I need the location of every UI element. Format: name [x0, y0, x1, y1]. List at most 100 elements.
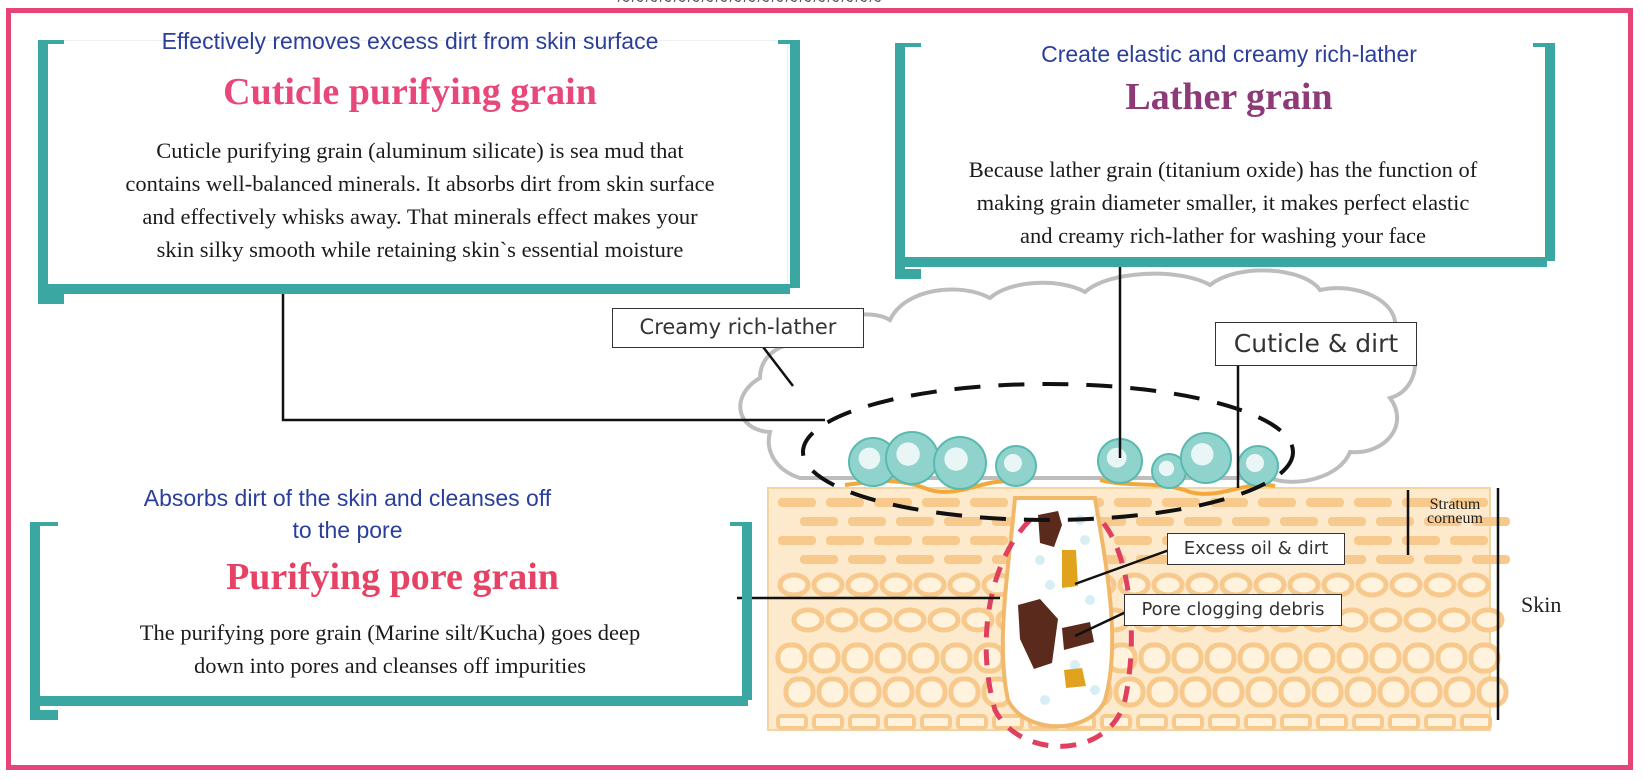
skin-cell — [862, 610, 890, 630]
skin-cell — [814, 716, 842, 728]
skin-cell — [922, 716, 950, 728]
skin-cell — [1282, 716, 1310, 728]
skin-cell — [1215, 679, 1242, 705]
skin-cell — [778, 645, 805, 671]
skin-cell — [1406, 610, 1434, 630]
skin-cell — [970, 536, 1008, 545]
body-line: Because lather grain (titanium oxide) ha… — [893, 153, 1553, 186]
skin-cell — [1138, 716, 1166, 728]
skin-cell — [826, 536, 864, 545]
skin-cell — [1210, 716, 1238, 728]
skin-cell — [1358, 575, 1386, 595]
skin-cell — [944, 555, 982, 564]
skin-cell — [930, 610, 958, 630]
skin-cell — [1460, 575, 1488, 595]
skin-cell — [778, 536, 816, 545]
skin-cell — [874, 536, 912, 545]
skin-cell — [800, 517, 838, 526]
skin-cell — [1114, 536, 1152, 545]
skin-cell — [943, 645, 970, 671]
panel-body: The purifying pore grain (Marine silt/Ku… — [40, 616, 740, 682]
grain-highlight — [1159, 461, 1174, 476]
skin-cell — [1424, 555, 1462, 564]
skin-cell — [1280, 517, 1318, 526]
skin-cell — [848, 555, 886, 564]
skin-cell — [848, 517, 886, 526]
skin-cell — [778, 498, 816, 507]
heading-line: Absorbs dirt of the skin and cleanses of… — [60, 482, 635, 514]
skin-cell — [1324, 575, 1352, 595]
skin-cell — [1154, 575, 1182, 595]
skin-cell — [1318, 716, 1346, 728]
skin-cell — [1306, 498, 1344, 507]
skin-cell — [852, 679, 879, 705]
skin-cell — [1306, 645, 1333, 671]
skin-cell — [1338, 610, 1366, 630]
skin-cell — [800, 555, 838, 564]
skin-cell — [786, 679, 813, 705]
panel-lather: Create elastic and creamy rich-lather La… — [893, 25, 1565, 270]
grain-highlight — [859, 448, 881, 470]
skin-cell — [1372, 645, 1399, 671]
skin-cell — [1438, 645, 1465, 671]
skin-cell — [1354, 498, 1392, 507]
skin-cell — [944, 517, 982, 526]
skin-cell — [1390, 716, 1418, 728]
pore-bubble — [1080, 535, 1090, 545]
grain-highlight — [1246, 454, 1264, 472]
skin-cell — [780, 575, 808, 595]
skin-cell — [1256, 575, 1284, 595]
pore-bubble — [1040, 695, 1050, 705]
skin-cell — [1376, 555, 1414, 564]
skin-cell — [1440, 610, 1468, 630]
grain-highlight — [1107, 448, 1127, 468]
bracket-bottom — [38, 284, 790, 294]
skin-cell — [1114, 498, 1152, 507]
label-cuticle-dirt: Cuticle & dirt — [1215, 322, 1417, 366]
skin-cell — [1354, 716, 1382, 728]
label-creamy-lather: Creamy rich-lather — [612, 308, 864, 348]
skin-cell — [896, 517, 934, 526]
panel-body: Because lather grain (titanium oxide) ha… — [893, 153, 1553, 252]
panel-body: Cuticle purifying grain (aluminum silica… — [50, 134, 790, 266]
bracket-bottom — [30, 696, 748, 706]
skin-cell — [1184, 517, 1222, 526]
skin-cell — [916, 575, 944, 595]
skin-cell — [958, 716, 986, 728]
skin-cell — [826, 498, 864, 507]
pore-bubble — [1035, 555, 1045, 565]
skin-cell — [882, 575, 910, 595]
skin-cell — [828, 610, 856, 630]
body-line: skin silky smooth while retaining skin`s… — [50, 233, 790, 266]
skin-cell — [1232, 517, 1270, 526]
skin-cell — [1380, 679, 1407, 705]
skin-cell — [1462, 716, 1490, 728]
skin-cell — [1246, 716, 1274, 728]
label-line: corneum — [1410, 512, 1500, 526]
skin-cell — [1240, 645, 1267, 671]
panel-heading: Effectively removes excess dirt from ski… — [30, 28, 790, 55]
cropped-top-text: ~~~~~~~~~~~~~~~~~~~ — [420, 0, 1080, 8]
skin-cell — [1290, 575, 1318, 595]
skin-cell — [1372, 610, 1400, 630]
skin-cell — [950, 575, 978, 595]
skin-cell — [1174, 645, 1201, 671]
grain-highlight — [1004, 454, 1022, 472]
skin-cell — [951, 679, 978, 705]
bracket-bottom — [895, 257, 1547, 267]
skin-cell — [814, 575, 842, 595]
label-skin: Skin — [1521, 592, 1561, 618]
skin-cell — [896, 610, 924, 630]
skin-cell — [922, 536, 960, 545]
skin-cell — [1174, 716, 1202, 728]
skin-cell — [1222, 575, 1250, 595]
skin-cell — [1116, 679, 1143, 705]
skin-cell — [1426, 716, 1454, 728]
skin-cell — [1347, 679, 1374, 705]
skin-cell — [970, 498, 1008, 507]
skin-cell — [877, 645, 904, 671]
panel-purifying-pore: Absorbs dirt of the skin and cleanses of… — [30, 480, 755, 710]
grain-highlight — [944, 447, 967, 470]
skin-cell — [1446, 679, 1473, 705]
panel-title: Purifying pore grain — [30, 555, 755, 599]
